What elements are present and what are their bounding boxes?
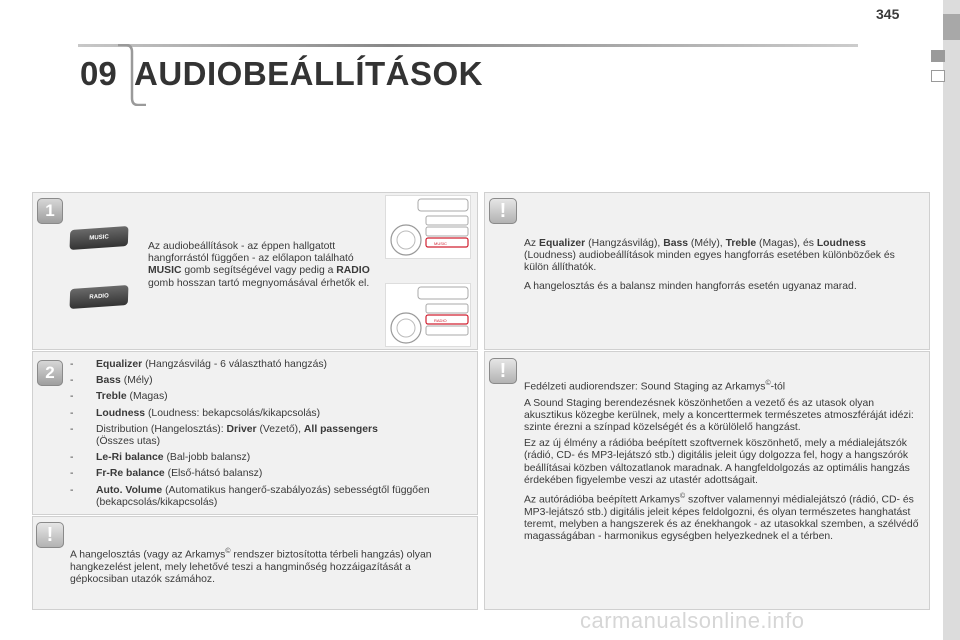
copyright-sup: © bbox=[765, 380, 771, 387]
chapter-number: 09 bbox=[80, 55, 117, 92]
header-rule bbox=[78, 44, 858, 47]
text-bold: Treble bbox=[725, 238, 757, 249]
copyright-sup: © bbox=[225, 548, 231, 555]
item-desc: (Automatikus hangerő-szabályozás) sebess… bbox=[96, 484, 430, 508]
list-item: -Loudness (Loudness: bekapcsolás/kikapcs… bbox=[70, 407, 321, 419]
warning-box-left bbox=[32, 516, 478, 610]
side-tab bbox=[943, 14, 960, 40]
list-item: -Equalizer (Hangzásvilág - 6 választható… bbox=[70, 359, 328, 370]
step1-radio-label: RADIO bbox=[336, 265, 370, 277]
list-item: -Bass (Mély) bbox=[70, 375, 153, 387]
side-marker-filled bbox=[931, 50, 945, 62]
text: (Loudness) audiobeállítások minden egyes… bbox=[524, 250, 895, 274]
warning-right-bottom-p2: A Sound Staging berendezésnek köszönhető… bbox=[524, 397, 914, 434]
item-desc: (Mély) bbox=[120, 375, 153, 387]
item-prefix: Distribution (Hangelosztás): bbox=[96, 423, 227, 435]
radio-panel-illustration: MUSIC bbox=[390, 198, 469, 256]
list-item: -Fr-Re balance (Első-hátsó balansz) bbox=[70, 468, 263, 480]
warning-right-bottom-text: Fedélzeti audiorendszer: Sound Staging a… bbox=[524, 378, 922, 543]
radio-panel-diagram-radio: RADIO bbox=[385, 283, 471, 347]
item-name: Auto. Volume bbox=[96, 484, 163, 496]
warning-right-top-p2: A hangelosztás és a balansz minden hangf… bbox=[524, 280, 857, 292]
item-name: Driver bbox=[226, 423, 257, 435]
text: Fedélzeti audiorendszer: Sound Staging a… bbox=[524, 381, 766, 393]
text-bold: Loudness bbox=[816, 238, 866, 249]
step1-music-label: MUSIC bbox=[148, 265, 182, 277]
warning-icon: ! bbox=[489, 198, 517, 224]
warning-box-right-bottom bbox=[484, 351, 930, 610]
warning-right-bottom-p3: Ez az új élmény a rádióba beépített szof… bbox=[524, 438, 910, 486]
text: -tól bbox=[770, 381, 786, 393]
text: szoftver valamennyi médialejátszó (rádió… bbox=[524, 494, 919, 543]
warning-right-top-text: Az Equalizer (Hangzásvilág), Bass (Mély)… bbox=[524, 238, 916, 293]
music-button-image: MUSIC bbox=[69, 226, 129, 250]
warning-icon: ! bbox=[36, 522, 64, 548]
settings-list: -Equalizer (Hangzásvilág - 6 választható… bbox=[70, 359, 466, 513]
item-mid: (Vezető), bbox=[256, 423, 304, 435]
item-desc: (Bal-jobb balansz) bbox=[163, 452, 251, 464]
text: (Mély), bbox=[688, 238, 726, 249]
copyright-sup: © bbox=[679, 493, 686, 501]
text: Az bbox=[524, 238, 540, 249]
text-bold: Bass bbox=[663, 238, 689, 249]
warning-left-text-a: A hangelosztás (vagy az Arkamys bbox=[70, 549, 226, 561]
list-item: -Treble (Magas) bbox=[70, 391, 168, 403]
warning-left-text-b: rendszer biztosította térbeli hangzás) o… bbox=[70, 549, 432, 585]
step2-box bbox=[32, 351, 478, 515]
text: (Magas), és bbox=[756, 238, 817, 249]
radio-panel-diagram-music: MUSIC bbox=[385, 195, 471, 259]
item-name: Bass bbox=[96, 375, 121, 387]
item-desc: (Első-hátsó balansz) bbox=[164, 468, 263, 480]
list-item: -Auto. Volume (Automatikus hangerő-szabá… bbox=[70, 484, 430, 508]
item-name: Le-Ri balance bbox=[96, 452, 164, 464]
step1-text: Az audiobeállítások - az éppen hallgatot… bbox=[148, 241, 378, 290]
warning-box-right-top bbox=[484, 192, 930, 350]
svg-text:RADIO: RADIO bbox=[434, 318, 447, 323]
chapter-title: AUDIOBEÁLLÍTÁSOK bbox=[134, 55, 483, 92]
text: Az autórádióba beépített Arkamys bbox=[524, 494, 680, 506]
radio-panel-illustration: RADIO bbox=[390, 286, 469, 344]
radio-button-image: RADIO bbox=[69, 285, 129, 309]
text-bold: Equalizer bbox=[539, 238, 586, 249]
svg-text:MUSIC: MUSIC bbox=[434, 241, 447, 246]
item-desc: (Összes utas) bbox=[96, 436, 161, 448]
watermark: carmanualsonline.info bbox=[580, 608, 805, 633]
list-item: -Le-Ri balance (Bal-jobb balansz) bbox=[70, 452, 251, 464]
header-bracket bbox=[118, 44, 146, 106]
item-name: Fr-Re balance bbox=[96, 468, 165, 480]
step1-badge: 1 bbox=[37, 198, 63, 224]
warning-left-text: A hangelosztás (vagy az Arkamys© rendsze… bbox=[70, 546, 466, 586]
text: (Hangzásvilág), bbox=[585, 238, 664, 249]
item-desc: (Hangzásvilág - 6 választható hangzás) bbox=[142, 359, 328, 370]
side-marker-empty bbox=[931, 70, 945, 82]
side-strip bbox=[943, 0, 960, 640]
step1-text-a: Az audiobeállítások - az éppen hallgatot… bbox=[148, 241, 354, 265]
step1-text-c: gomb hosszan tartó megnyomásával érhetők… bbox=[148, 277, 370, 289]
item-desc: (Loudness: bekapcsolás/kikapcsolás) bbox=[145, 407, 321, 419]
step2-badge: 2 bbox=[37, 360, 63, 386]
page-number: 345 bbox=[876, 6, 900, 22]
item-name-2: All passengers bbox=[303, 423, 378, 435]
item-name: Equalizer bbox=[96, 359, 143, 370]
list-item: -Distribution (Hangelosztás): Driver (Ve… bbox=[70, 423, 378, 448]
warning-icon: ! bbox=[489, 358, 517, 384]
item-desc: (Magas) bbox=[126, 391, 168, 403]
item-name: Loudness bbox=[96, 407, 146, 419]
step1-text-b: gomb segítségével vagy pedig a bbox=[181, 265, 337, 277]
item-name: Treble bbox=[96, 391, 127, 403]
